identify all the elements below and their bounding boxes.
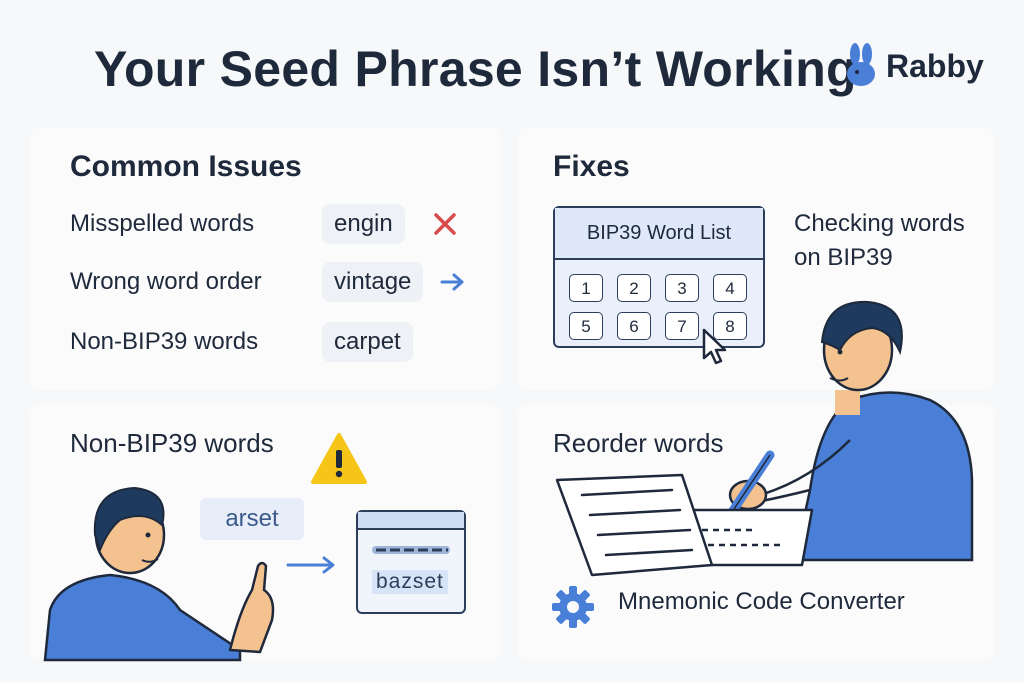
brand: Rabby (842, 43, 984, 88)
paper-sheet-icon (552, 470, 822, 580)
arrow-right-icon (286, 555, 338, 575)
mouse-cursor-icon (702, 328, 728, 366)
window-titlebar (358, 512, 464, 530)
issue-example-order: vintage (322, 262, 424, 302)
word-cell[interactable]: 5 (569, 312, 603, 340)
page-title: Your Seed Phrase Isn’t Working (94, 41, 857, 97)
checking-text-line1: Checking words (794, 210, 965, 237)
non-bip39-heading: Non-BIP39 words (70, 428, 274, 458)
person-pointing-illustration (40, 480, 280, 662)
issue-example-misspelled: engin (322, 204, 405, 244)
blurred-text-icon (372, 542, 452, 558)
correction-window: bazset (356, 510, 466, 614)
issue-label-order: Wrong word order (70, 268, 262, 295)
fixes-heading: Fixes (553, 150, 630, 183)
typed-word-chip: arset (200, 498, 304, 540)
warning-icon (310, 432, 368, 486)
brand-name: Rabby (886, 47, 984, 84)
issue-example-non-bip39: carpet (322, 322, 413, 362)
rabbit-logo-icon (842, 43, 880, 88)
word-cell[interactable]: 7 (665, 312, 699, 340)
word-list-title: BIP39 Word List (555, 208, 763, 260)
word-cell[interactable]: 1 (569, 274, 603, 302)
arrow-right-icon (440, 272, 466, 292)
word-cell[interactable]: 4 (713, 274, 747, 302)
checking-text-line2: on BIP39 (794, 244, 893, 271)
tool-label: Mnemonic Code Converter (618, 588, 905, 615)
word-cell[interactable]: 2 (617, 274, 651, 302)
gear-icon (551, 585, 595, 629)
window-word: bazset (372, 570, 448, 594)
x-mark-icon (433, 212, 457, 236)
common-issues-heading: Common Issues (70, 150, 302, 183)
issue-label-non-bip39: Non-BIP39 words (70, 328, 259, 355)
word-cell[interactable]: 6 (617, 312, 651, 340)
person-writing-illustration (700, 290, 990, 570)
word-cell[interactable]: 3 (665, 274, 699, 302)
reorder-heading: Reorder words (553, 428, 724, 458)
issue-label-misspelled: Misspelled words (70, 210, 255, 237)
word-cell[interactable]: 8 (713, 312, 747, 340)
common-issues-panel (30, 128, 500, 390)
bip39-word-list: BIP39 Word List 1 2 3 4 5 6 7 8 (553, 206, 765, 348)
